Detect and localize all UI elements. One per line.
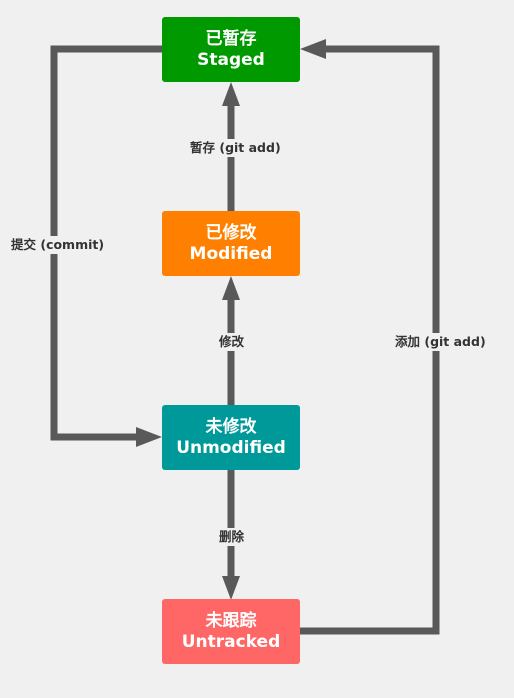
node-staged-zh: 已暂存 <box>205 28 257 49</box>
edge-label-delete: 删除 <box>217 528 247 546</box>
arrowhead-modify <box>222 276 240 300</box>
node-untracked-zh: 未跟踪 <box>205 610 257 631</box>
arrowhead-stage <box>222 82 240 106</box>
node-untracked: 未跟踪 Untracked <box>162 599 300 664</box>
node-unmodified-en: Unmodified <box>176 437 286 458</box>
edge-label-commit: 提交 (commit) <box>9 236 107 254</box>
node-modified: 已修改 Modified <box>162 211 300 276</box>
edge-label-modify: 修改 <box>217 333 247 351</box>
arrowhead-delete <box>222 576 240 600</box>
arrowhead-commit <box>136 427 162 447</box>
node-unmodified-zh: 未修改 <box>205 416 257 437</box>
edge-label-stage: 暂存 (git add) <box>188 139 283 157</box>
node-untracked-en: Untracked <box>181 631 281 652</box>
node-modified-zh: 已修改 <box>205 222 257 243</box>
node-unmodified: 未修改 Unmodified <box>162 405 300 470</box>
arrowhead-add <box>300 39 326 59</box>
node-modified-en: Modified <box>189 243 273 264</box>
edge-label-add: 添加 (git add) <box>393 333 488 351</box>
node-staged-en: Staged <box>197 49 265 70</box>
node-staged: 已暂存 Staged <box>162 17 300 82</box>
